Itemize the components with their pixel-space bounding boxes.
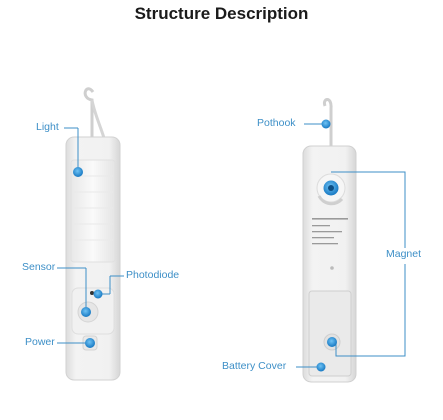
light-panel (70, 159, 116, 263)
photodiode-hole (90, 291, 94, 295)
magnet-leader (331, 171, 406, 248)
front-hook (83, 87, 95, 138)
sensor-dot (81, 307, 91, 317)
photodiode-dot (93, 289, 103, 299)
magnet-leader-low (335, 264, 406, 357)
battery-label-dot (316, 362, 326, 372)
label-light: Light (36, 121, 59, 133)
label-power: Power (25, 336, 55, 348)
page-title: Structure Description (134, 4, 309, 23)
pothook-hook (322, 98, 333, 152)
battery-cover-dot (327, 337, 337, 347)
label-photodiode: Photodiode (126, 269, 180, 281)
small-hole (330, 266, 334, 270)
label-battery-cover: Battery Cover (222, 360, 287, 372)
pothook-dot (321, 119, 331, 129)
battery-cover-panel (308, 290, 352, 377)
label-sensor: Sensor (22, 261, 56, 273)
back-label-sticker (312, 218, 348, 245)
light-dot (73, 167, 83, 177)
label-pothook: Pothook (257, 117, 296, 129)
label-magnet: Magnet (386, 248, 422, 260)
power-dot (85, 338, 95, 348)
front-device (65, 87, 121, 381)
back-device (302, 98, 357, 383)
